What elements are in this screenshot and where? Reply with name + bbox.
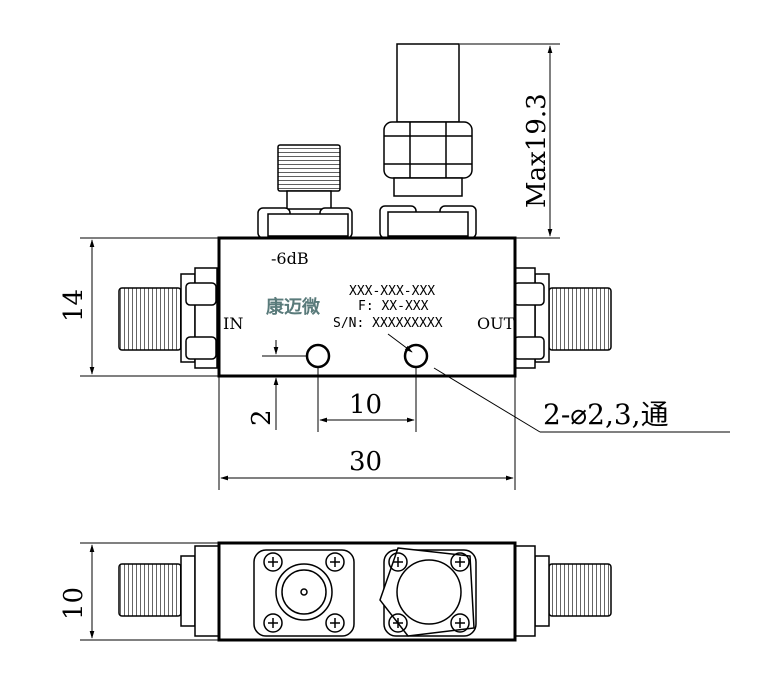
dim-hole-offset: 2 — [247, 409, 277, 426]
part-number: XXX-XXX-XXX — [349, 284, 435, 299]
mounting-hole-right — [403, 343, 429, 369]
dim-width-lines — [80, 542, 219, 641]
dim-max-height: Max19.3 — [522, 93, 552, 208]
side-view — [118, 541, 612, 642]
coupler-body — [217, 236, 517, 378]
dim-length: 30 — [349, 447, 382, 477]
dim-width: 10 — [59, 587, 89, 620]
top-view — [118, 43, 612, 378]
port-in-label: IN — [223, 314, 243, 333]
flange-sma — [253, 549, 355, 637]
port-out-label: OUT — [477, 314, 515, 333]
dim-hole-spacing: 10 — [349, 390, 382, 420]
top-load-connector — [379, 43, 477, 239]
right-connector — [512, 267, 612, 369]
frequency-label: F: XX-XXX — [358, 299, 429, 314]
left-connector — [118, 267, 218, 369]
top-sma-connector — [257, 144, 353, 239]
serial-number: S/N: XXXXXXXXX — [333, 316, 443, 331]
dimension-lines — [80, 43, 730, 490]
dim-holes: 2-⌀2,3,通 — [543, 398, 669, 431]
dim-height: 14 — [59, 289, 89, 322]
brand-logo: 康迈微 — [266, 296, 320, 318]
attenuation-label: -6dB — [271, 249, 309, 268]
flange-load — [379, 547, 477, 637]
